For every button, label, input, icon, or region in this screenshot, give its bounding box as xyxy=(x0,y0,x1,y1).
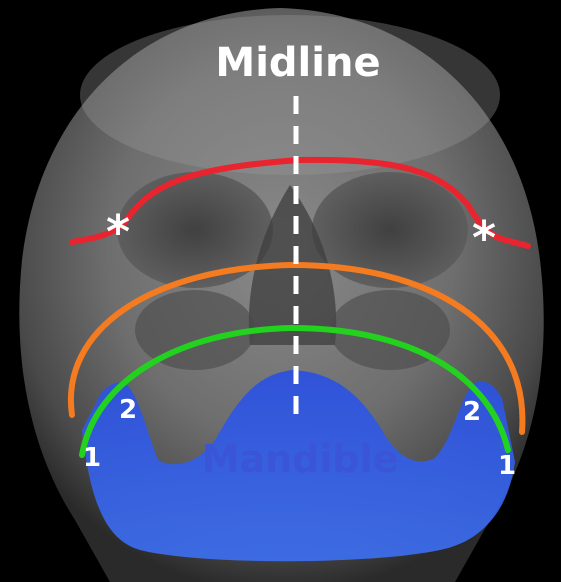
label-1-left: 1 xyxy=(83,443,101,473)
mandible-label: Mandible xyxy=(202,437,399,481)
label-1-right: 1 xyxy=(498,451,516,481)
label-2-right: 2 xyxy=(463,397,481,427)
asterisk-left: * xyxy=(106,205,130,259)
right-orbit xyxy=(312,172,468,288)
label-2-left: 2 xyxy=(119,395,137,425)
midline-label: Midline xyxy=(215,40,380,86)
forehead-highlight xyxy=(80,15,500,175)
asterisk-right: * xyxy=(472,211,496,265)
